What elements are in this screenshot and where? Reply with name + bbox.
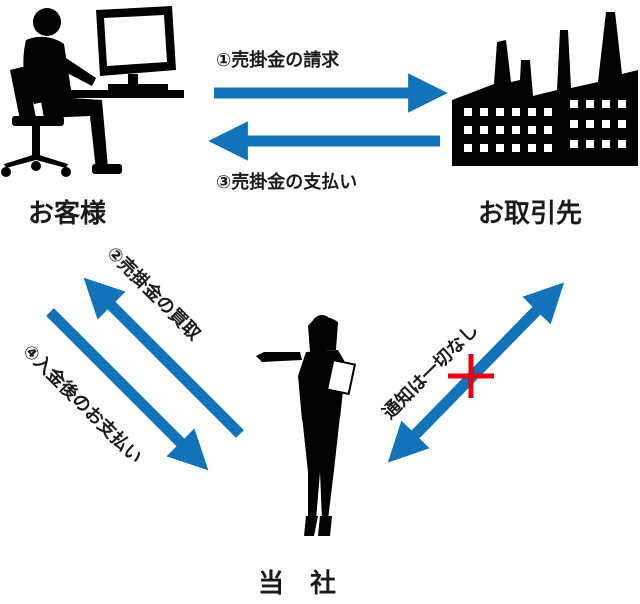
step1-label: ①売掛金の請求	[216, 49, 340, 71]
company-label: 当 社	[258, 568, 336, 599]
step4-label: ④入金後のお支払い	[18, 340, 146, 468]
businesswoman-icon	[256, 315, 357, 536]
step2-label: ②売掛金の買取	[102, 242, 205, 345]
arrow-no-notice	[387, 282, 565, 463]
arrow-step4	[46, 308, 209, 471]
supplier-label: お取引先	[478, 199, 582, 229]
cross-mark-icon	[448, 354, 494, 398]
arrow-step2	[83, 277, 244, 438]
customer-label: お客様	[28, 198, 107, 229]
factory-icon	[452, 12, 638, 166]
step3-label: ③売掛金の支払い	[216, 171, 357, 193]
person-at-computer-icon	[1, 6, 184, 177]
no-notice-label: 通知は一切なし	[378, 319, 483, 424]
